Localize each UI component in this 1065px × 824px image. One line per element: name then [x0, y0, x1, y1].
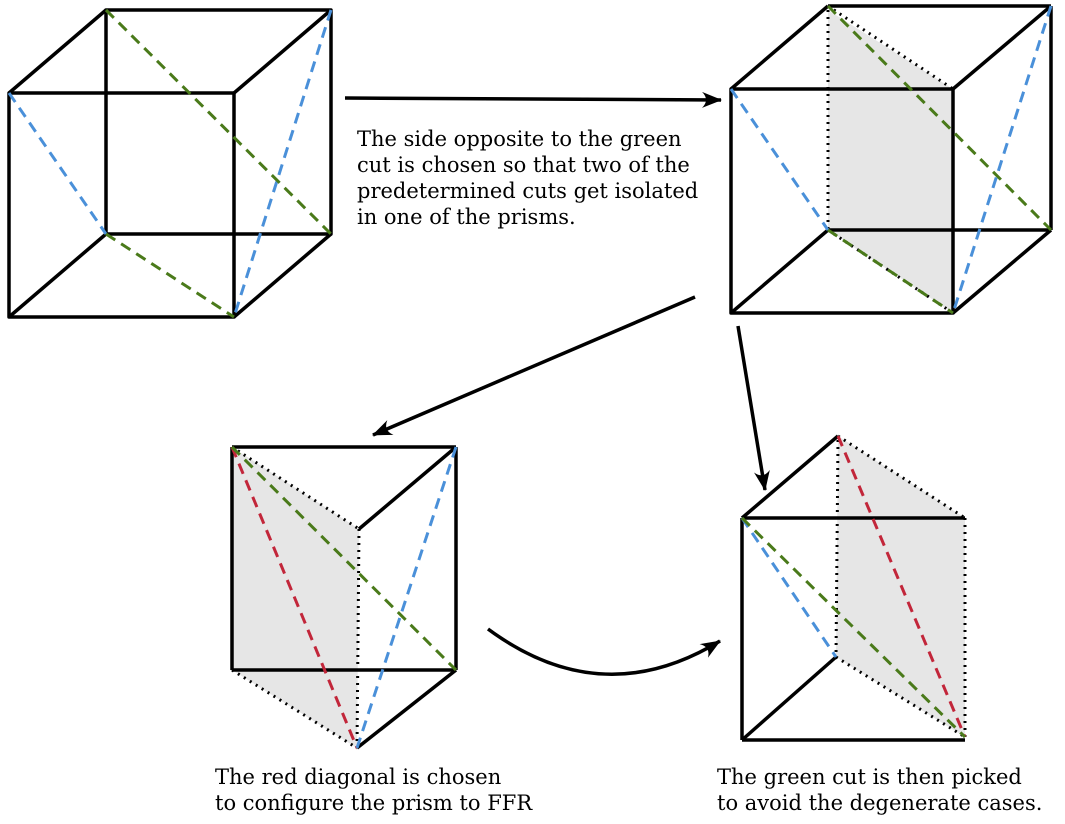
prism-green-green-cut	[740, 516, 967, 739]
caption-top-line-4: in one of the prisms.	[357, 205, 576, 229]
prism-green-dotted-edges	[834, 434, 967, 739]
cube-split-blue-cut-right	[951, 5, 1053, 314]
cube-original-blue-cut-left	[7, 92, 108, 235]
caption-bottom-left-line-1: The red diagonal is chosen	[215, 765, 502, 789]
arrows	[344, 91, 770, 676]
prism-red-dotted-edges	[231, 445, 361, 750]
cube-original-blue-cut-right	[232, 9, 333, 318]
prism-green-blue-cut	[740, 517, 838, 658]
arrow-split-to-prism-red	[372, 295, 696, 437]
caption-top-line-1: The side opposite to the green	[357, 127, 682, 151]
prism-red-diagonal	[230, 445, 458, 750]
cube-split-edges	[729, 4, 1053, 315]
caption-bottom-right-line-2: to avoid the degenerate cases.	[717, 791, 1043, 815]
prism-green-red-diagonal	[836, 435, 967, 738]
cube-original-edges	[7, 8, 333, 319]
prism-red-edges	[230, 445, 458, 750]
prism-red-blue-cut	[355, 446, 458, 749]
cube-original-green-cut-bottom	[105, 232, 235, 319]
prism-green-edges	[740, 434, 965, 742]
caption-bottom-left: The red diagonal is chosen to configure …	[215, 764, 532, 816]
arrow-cube-to-split	[344, 91, 722, 108]
arrow-split-to-prism-green	[736, 325, 770, 491]
cube-split-green-cut-bottom	[827, 228, 954, 315]
caption-bottom-right: The green cut is then picked to avoid th…	[717, 764, 1042, 816]
caption-top: The side opposite to the green cut is ch…	[357, 126, 698, 230]
arrow-prism-red-to-prism-green	[486, 627, 721, 676]
prism-green-cut	[740, 434, 967, 742]
cube-split-blue-cut-left	[729, 88, 830, 231]
cube-original	[7, 8, 333, 319]
cube-split	[729, 4, 1053, 315]
caption-top-line-2: cut is chosen so that two of the	[357, 153, 690, 177]
caption-bottom-right-line-1: The green cut is then picked	[717, 765, 1022, 789]
cube-split-shaded-face	[828, 10, 953, 313]
cube-original-green-cut-top	[104, 8, 333, 236]
prism-red-red-diagonal	[230, 446, 359, 749]
cube-split-dotted-cut-plane	[826, 4, 954, 315]
caption-bottom-left-line-2: to configure the prism to FFR	[215, 791, 533, 815]
caption-top-line-3: predetermined cuts get isolated	[357, 179, 699, 203]
